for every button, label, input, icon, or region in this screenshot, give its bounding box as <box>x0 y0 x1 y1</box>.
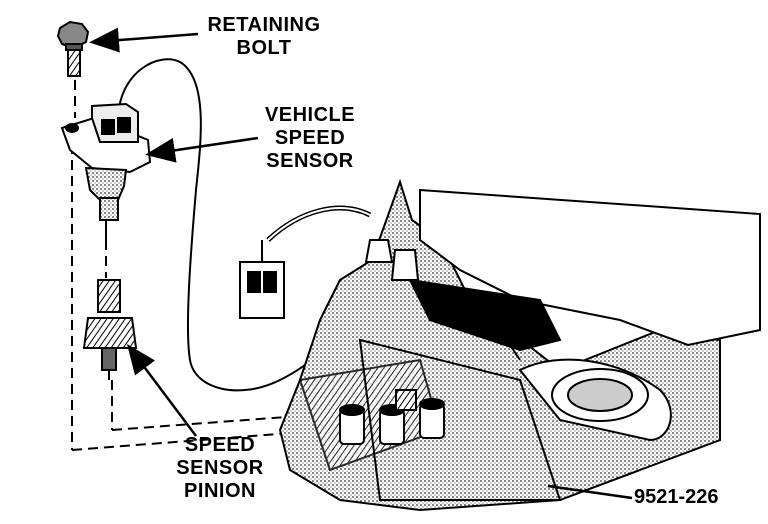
vehicle-speed-sensor-label: VEHICLE SPEED SENSOR <box>264 104 356 172</box>
retaining-bolt <box>56 20 90 77</box>
sensor-wire-loop <box>117 58 331 392</box>
speed-sensor-pinion-label: SPEED SENSOR PINION <box>176 434 264 502</box>
harness-connector <box>239 205 372 319</box>
transaxle-housing <box>278 178 761 512</box>
leader-arrows <box>89 27 633 500</box>
retaining-bolt-label: RETAINING BOLT <box>207 14 321 59</box>
figure-number: 9521-226 <box>634 486 719 508</box>
speed-sensor-pinion <box>82 279 138 380</box>
vehicle-speed-sensor <box>60 102 152 240</box>
